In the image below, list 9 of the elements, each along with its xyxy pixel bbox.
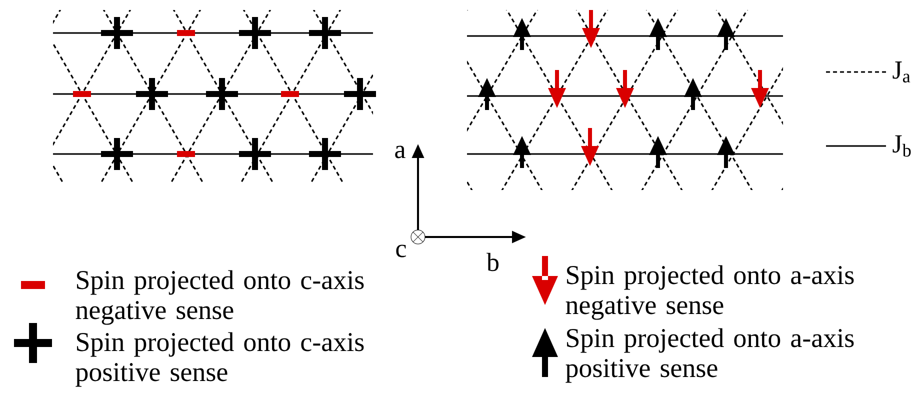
legend-text: Spin projected onto a-axis positive sense [566,328,854,383]
legend-text: Spin projected onto a-axis negative sense [566,265,854,320]
axis-label: c [396,244,406,258]
axis-label: a [395,146,406,158]
legend-text: J$_{b}$ [892,135,911,157]
legend-text: J$_{a}$ [892,62,910,82]
axis-label: b [486,252,499,272]
legend-text: Spin projected onto c-axis negative sense [76,270,364,325]
legend-text: Spin projected onto c-axis positive sense [76,332,364,387]
